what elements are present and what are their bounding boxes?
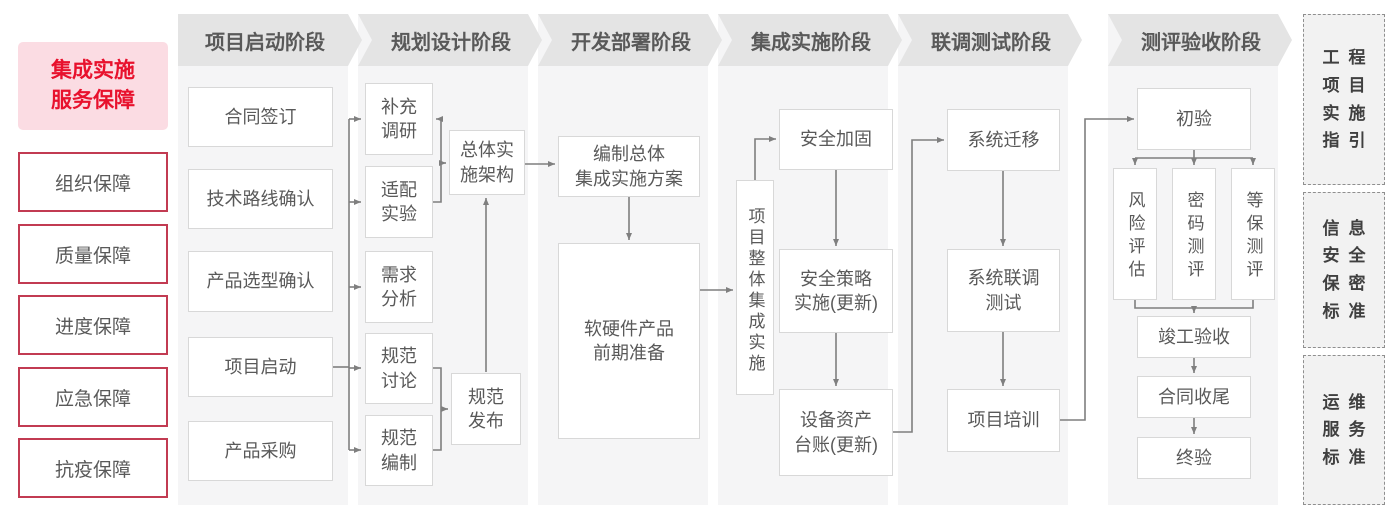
node-spec-discussion: 规范 讨论 xyxy=(365,333,433,404)
node-completion-acceptance: 竣工验收 xyxy=(1137,316,1251,358)
node-security-policy: 安全策略 实施(更新) xyxy=(779,249,893,333)
node-requirement-analysis: 需求 分析 xyxy=(365,251,433,323)
node-overall-integration: 项目整体集成实施 xyxy=(736,180,774,395)
node-hw-sw-preparation: 软硬件产品 前期准备 xyxy=(558,243,700,439)
node-mlps-evaluation: 等保测评 xyxy=(1231,168,1275,300)
node-integration-plan: 编制总体 集成实施方案 xyxy=(558,136,700,197)
phase-header-development: 开发部署阶段 xyxy=(538,14,722,66)
node-initial-acceptance: 初验 xyxy=(1137,88,1251,150)
node-asset-ledger: 设备资产 台账(更新) xyxy=(779,389,893,476)
standard-project-guide: 工程 项目 实施 指引 xyxy=(1303,14,1385,185)
node-final-acceptance: 终验 xyxy=(1137,437,1251,479)
guarantee-quality: 质量保障 xyxy=(18,224,168,284)
guarantee-schedule: 进度保障 xyxy=(18,295,168,355)
node-spec-drafting: 规范 编制 xyxy=(365,415,433,486)
node-crypto-evaluation: 密码测评 xyxy=(1172,168,1216,300)
diagram-title: 集成实施 服务保障 xyxy=(18,42,168,130)
guarantee-emergency: 应急保障 xyxy=(18,367,168,427)
node-spec-release: 规范 发布 xyxy=(451,373,521,445)
node-contract-signing: 合同签订 xyxy=(188,87,333,147)
phase-header-testing: 联调测试阶段 xyxy=(898,14,1082,66)
node-risk-assessment: 风险评估 xyxy=(1113,168,1157,300)
node-security-hardening: 安全加固 xyxy=(779,109,893,170)
node-project-kickoff: 项目启动 xyxy=(188,337,333,397)
guarantee-organization: 组织保障 xyxy=(18,152,168,212)
standard-security-secrecy: 信息 安全 保密 标准 xyxy=(1303,192,1385,348)
node-system-migration: 系统迁移 xyxy=(947,109,1060,171)
node-adaptation-experiment: 适配 实验 xyxy=(365,166,433,238)
node-contract-closure: 合同收尾 xyxy=(1137,376,1251,418)
node-supplementary-research: 补充 调研 xyxy=(365,83,433,155)
node-product-selection: 产品选型确认 xyxy=(188,251,333,312)
node-project-training: 项目培训 xyxy=(947,389,1060,452)
phase-header-acceptance: 测评验收阶段 xyxy=(1108,14,1292,66)
node-joint-debugging: 系统联调 测试 xyxy=(947,249,1060,332)
standard-ops-service: 运维 服务 标准 xyxy=(1303,355,1385,505)
guarantee-epidemic: 抗疫保障 xyxy=(18,438,168,498)
node-product-procurement: 产品采购 xyxy=(188,421,333,481)
node-tech-route-confirm: 技术路线确认 xyxy=(188,169,333,229)
phase-header-integration: 集成实施阶段 xyxy=(718,14,902,66)
phase-header-planning: 规划设计阶段 xyxy=(358,14,542,66)
phase-header-startup: 项目启动阶段 xyxy=(178,14,362,66)
node-overall-architecture: 总体实 施架构 xyxy=(449,130,525,195)
